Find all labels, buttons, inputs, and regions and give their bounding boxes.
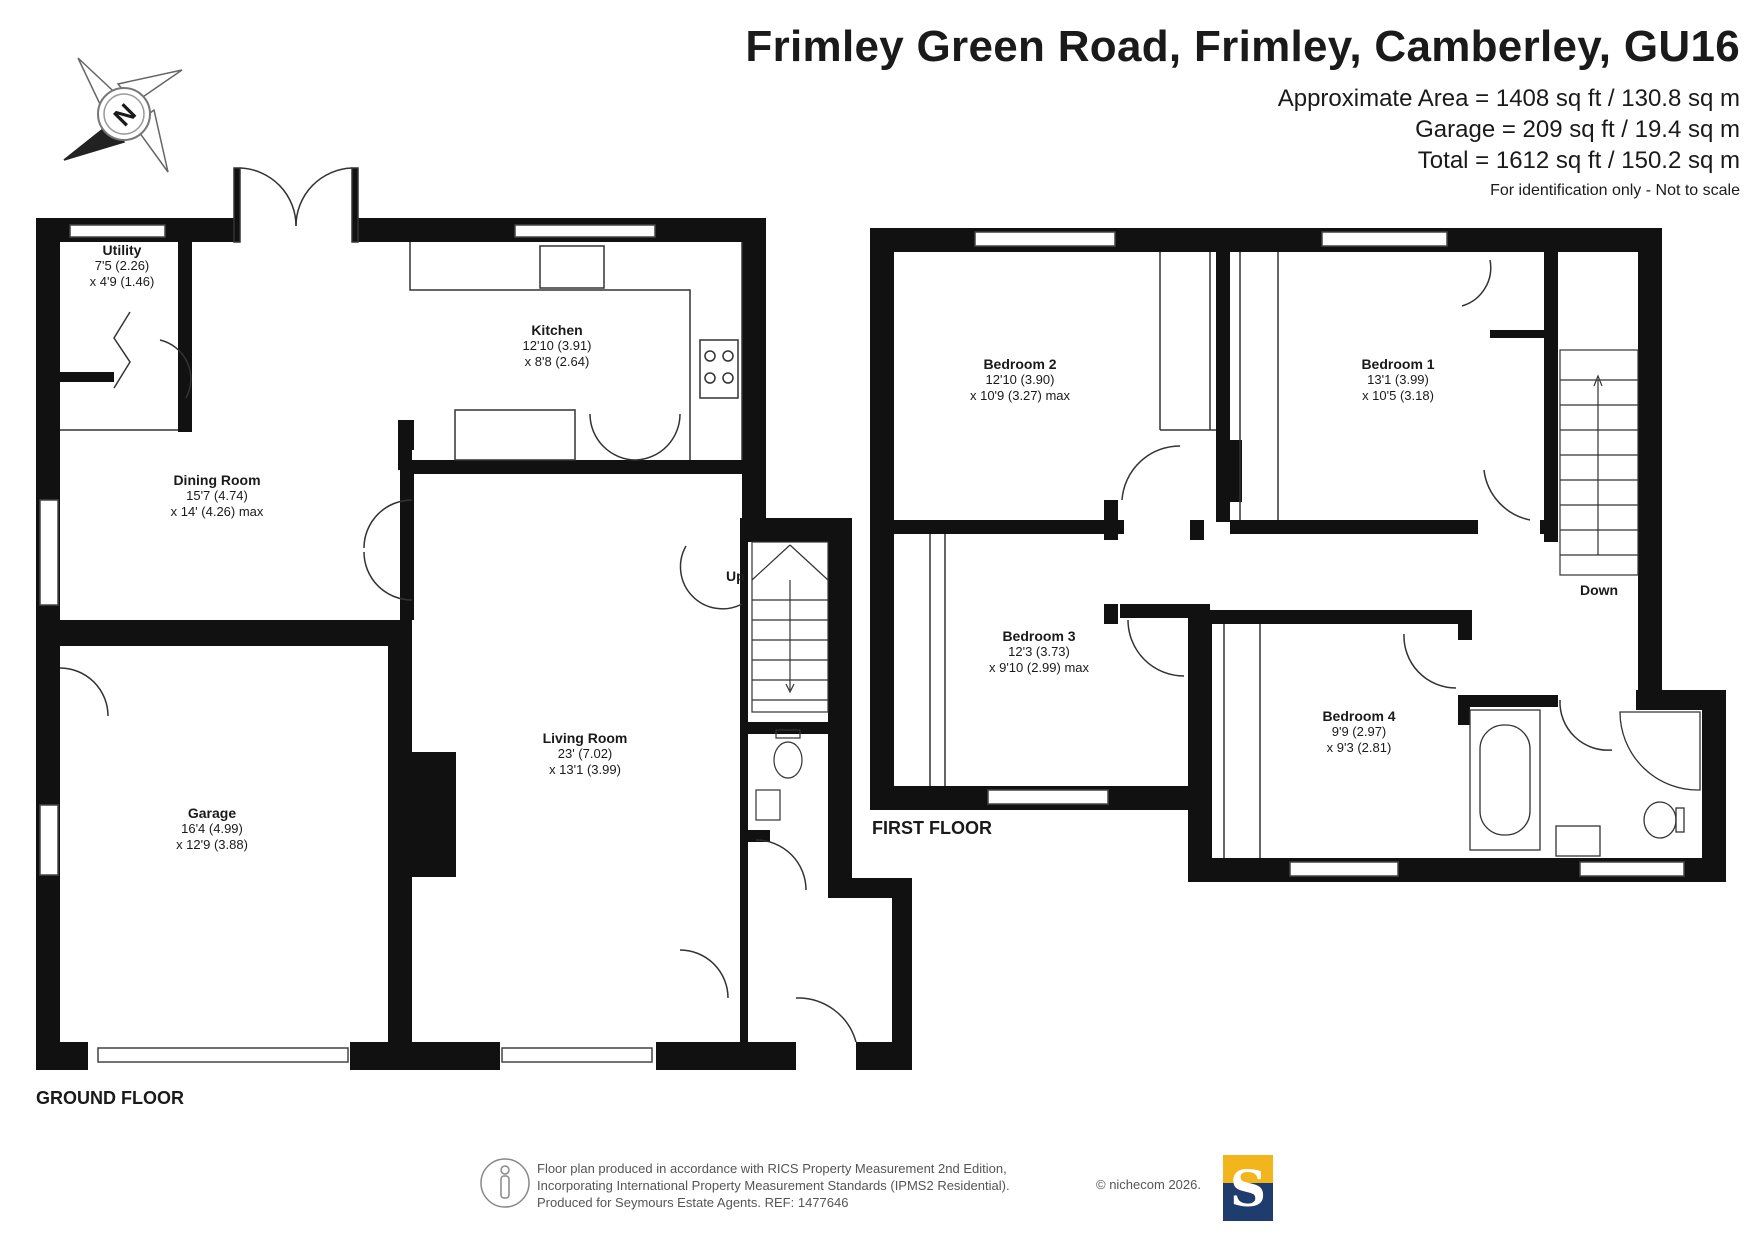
room-dimension: 13'1 (3.99) [1367, 372, 1429, 387]
approximate-area: Approximate Area = 1408 sq ft / 130.8 sq… [1277, 85, 1740, 112]
footer-line: Incorporating International Property Mea… [537, 1178, 1010, 1193]
room-utility: Utility 7'5 (2.26) x 4'9 (1.46) [90, 242, 155, 290]
room-name: Dining Room [173, 472, 261, 488]
first-doors [929, 252, 1613, 858]
compass-north-icon: N [63, 57, 183, 173]
first-floor-walls [870, 228, 1726, 882]
room-dimension: 16'4 (4.99) [181, 821, 243, 836]
room-dimension: 12'10 (3.91) [522, 338, 592, 353]
logo-letter: S [1229, 1159, 1267, 1218]
room-bedroom-3: Bedroom 3 12'3 (3.73) x 9'10 (2.99) max [989, 628, 1089, 676]
room-dimension: x 9'3 (2.81) [1326, 740, 1392, 755]
room-name: Garage [187, 805, 237, 821]
room-bedroom-4: Bedroom 4 9'9 (2.97) x 9'3 (2.81) [1322, 708, 1395, 756]
ground-floor-walls [36, 218, 912, 1070]
room-bedroom-2: Bedroom 2 12'10 (3.90) x 10'9 (3.27) max [970, 356, 1070, 404]
person-scale-icon [480, 1158, 530, 1208]
ground-windows [39, 224, 656, 1063]
room-dining: Dining Room 15'7 (4.74) x 14' (4.26) max [171, 472, 264, 520]
garage-area: Garage = 209 sq ft / 19.4 sq m [1415, 116, 1740, 143]
seymours-logo: S [1223, 1155, 1273, 1221]
scale-note: For identification only - Not to scale [1490, 182, 1740, 199]
room-bedroom-1: Bedroom 1 13'1 (3.99) x 10'5 (3.18) [1361, 356, 1434, 404]
ground-stairs [751, 541, 829, 821]
room-name: Bedroom 3 [1002, 628, 1076, 644]
room-dimension: x 14' (4.26) max [170, 504, 264, 519]
property-title: Frimley Green Road, Frimley, Camberley, … [745, 22, 1740, 71]
room-name: Bedroom 4 [1322, 708, 1396, 724]
footer-line: Floor plan produced in accordance with R… [537, 1161, 1007, 1176]
room-name: Living Room [542, 730, 628, 746]
room-name: Kitchen [531, 322, 583, 338]
kitchen-units [409, 242, 743, 461]
room-name: Utility [102, 242, 142, 258]
room-dimension: 12'10 (3.90) [985, 372, 1055, 387]
ground-doors [59, 167, 857, 1043]
ground-floor-label: GROUND FLOOR [36, 1088, 184, 1108]
room-living: Living Room 23' (7.02) x 13'1 (3.99) [543, 730, 628, 778]
stairs-up-label: Up [726, 568, 745, 584]
stairs-down-label: Down [1580, 582, 1619, 598]
room-dimension: 12'3 (3.73) [1008, 644, 1070, 659]
room-dimension: x 4'9 (1.46) [89, 274, 155, 289]
room-name: Bedroom 2 [983, 356, 1057, 372]
room-dimension: x 8'8 (2.64) [524, 354, 590, 369]
room-dimension: x 9'10 (2.99) max [988, 660, 1090, 675]
first-stairs [1559, 349, 1639, 576]
room-dimension: 9'9 (2.97) [1331, 724, 1387, 739]
footer-line: Produced for Seymours Estate Agents. REF… [537, 1195, 849, 1210]
room-dimension: x 10'9 (3.27) max [969, 388, 1071, 403]
room-dimension: x 13'1 (3.99) [549, 762, 621, 777]
room-name: Bedroom 1 [1361, 356, 1435, 372]
footer-text: Floor plan produced in accordance with R… [537, 1160, 1010, 1211]
room-garage: Garage 16'4 (4.99) x 12'9 (3.88) [176, 805, 248, 853]
room-kitchen: Kitchen 12'10 (3.91) x 8'8 (2.64) [523, 322, 592, 370]
room-dimension: x 10'5 (3.18) [1362, 388, 1434, 403]
room-dimension: 7'5 (2.26) [94, 258, 150, 273]
bathroom-fixtures [1469, 709, 1701, 857]
room-dimension: x 12'9 (3.88) [176, 837, 248, 852]
room-dimension: 15'7 (4.74) [186, 488, 248, 503]
first-windows [974, 231, 1685, 877]
copyright: © nichecom 2026. [1096, 1177, 1201, 1192]
first-floor-label: FIRST FLOOR [872, 818, 992, 838]
total-area: Total = 1612 sq ft / 150.2 sq m [1417, 147, 1740, 174]
room-dimension: 23' (7.02) [557, 746, 613, 761]
